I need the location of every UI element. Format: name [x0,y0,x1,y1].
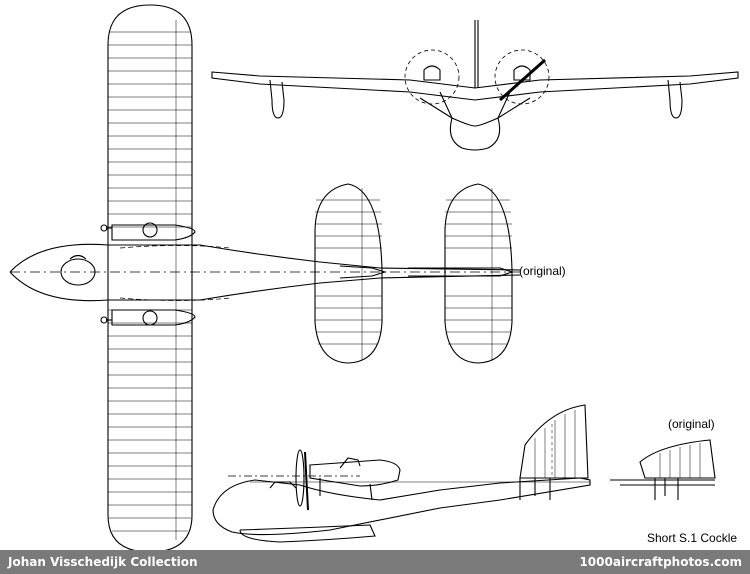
front-view [211,20,739,151]
side-fin-original [610,439,716,500]
plan-tailplane [314,183,387,364]
collection-credit: Johan Visschedijk Collection [8,555,198,569]
plan-tailplane-original [408,183,514,364]
footer-bar: Johan Visschedijk Collection 1000aircraf… [0,550,750,574]
side-view [212,404,716,543]
plan-wing [107,4,193,550]
three-view-drawing [9,4,739,550]
plan-engine-right [100,297,231,326]
side-engine [295,449,401,511]
side-hull [212,477,591,543]
plan-tail-variant-label: (original) [519,264,566,278]
plan-view [9,4,521,550]
aircraft-name-label: Short S.1 Cockle [647,531,738,545]
side-tail-variant-label: (original) [668,417,715,431]
plan-hull [9,243,521,302]
website-credit: 1000aircraftphotos.com [579,555,742,569]
plan-engine-left [100,222,231,249]
side-cockpit [269,481,297,489]
side-fin-rudder [519,404,589,500]
